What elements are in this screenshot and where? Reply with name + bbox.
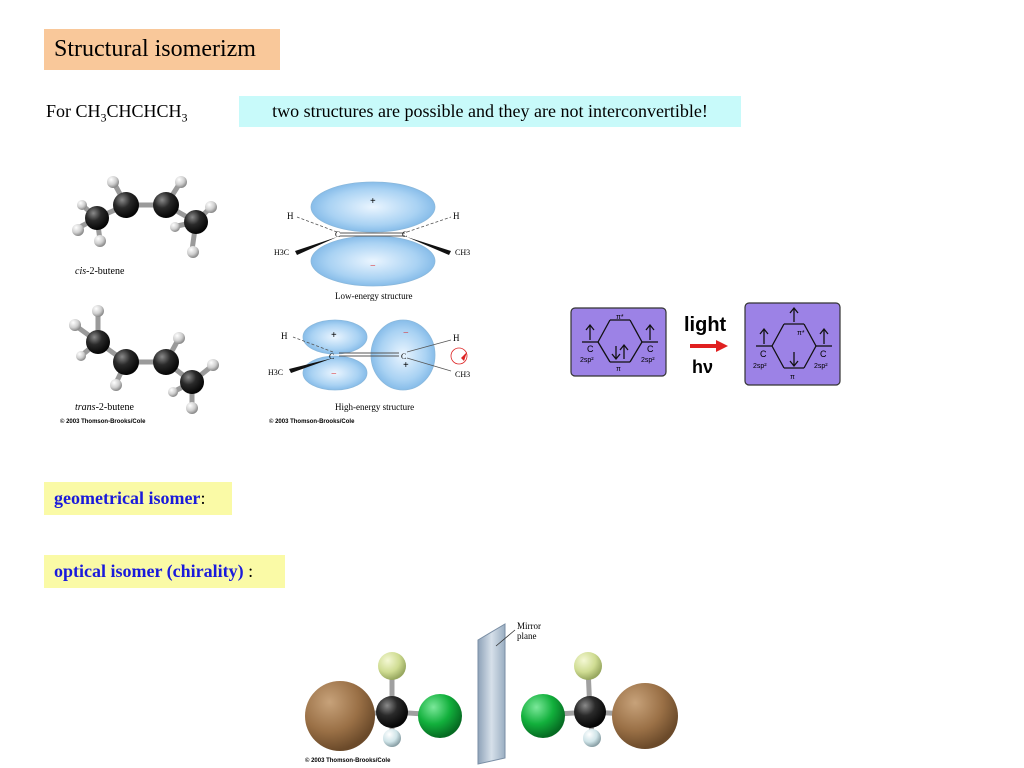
svg-text:H3C: H3C xyxy=(274,248,289,257)
trans-butene-caption: trans-2-butene xyxy=(75,402,134,413)
high-energy-caption: High-energy structure xyxy=(335,402,414,412)
right-enantiomer xyxy=(521,652,678,749)
svg-text:π*: π* xyxy=(616,314,624,321)
interconvertible-note: two structures are possible and they are… xyxy=(239,96,741,127)
svg-text:−: − xyxy=(403,328,409,339)
svg-text:H: H xyxy=(453,333,460,343)
svg-text:C: C xyxy=(402,230,407,239)
cis-butene-caption: cis-2-butene xyxy=(75,266,125,277)
pi-orbital-figure: H H C C H3C CH3 + − Low-energy structure… xyxy=(268,181,470,425)
cis-butene-model xyxy=(72,176,217,258)
ground-state-box: π* π C C 2sp² 2sp² xyxy=(570,307,667,377)
svg-text:−: − xyxy=(370,261,376,272)
svg-text:π: π xyxy=(616,366,621,373)
svg-text:2sp²: 2sp² xyxy=(580,357,594,364)
svg-text:+: + xyxy=(403,360,409,371)
svg-text:C: C xyxy=(760,349,767,359)
svg-text:CH3: CH3 xyxy=(455,370,470,379)
mirror-label-line1: Mirror xyxy=(517,621,541,631)
butene-copyright: © 2003 Thomson-Brooks/Cole xyxy=(60,418,146,425)
butene-models-figure: cis-2-butene trans-2-butene © 2003 Thoms… xyxy=(60,176,219,425)
energy-level-diagram: π* π C C 2sp² 2sp² light hν π* π C C 2sp… xyxy=(570,302,841,386)
mirror-label-line2: plane xyxy=(517,631,537,641)
svg-text:H3C: H3C xyxy=(268,368,283,377)
high-energy-structure: H H C C H3C CH3 + − − + High-energy stru… xyxy=(268,319,470,412)
excited-state-box: π* π C C 2sp² 2sp² xyxy=(744,302,841,386)
geometrical-isomer-label: geometrical isomer: xyxy=(44,482,232,515)
svg-text:C: C xyxy=(335,230,340,239)
svg-text:C: C xyxy=(587,344,594,354)
svg-text:−: − xyxy=(331,369,337,380)
chirality-copyright: © 2003 Thomson-Brooks/Cole xyxy=(305,757,391,764)
hv-label: hν xyxy=(692,357,713,377)
svg-text:C: C xyxy=(329,352,334,361)
svg-text:CH3: CH3 xyxy=(455,248,470,257)
svg-text:H: H xyxy=(453,211,460,221)
svg-text:+: + xyxy=(370,196,376,207)
svg-text:π: π xyxy=(790,374,795,381)
optical-isomer-label: optical isomer (chirality) : xyxy=(44,555,285,588)
low-energy-structure: H H C C H3C CH3 + − Low-energy structure xyxy=(274,181,470,301)
low-energy-caption: Low-energy structure xyxy=(335,291,413,301)
orbital-copyright: © 2003 Thomson-Brooks/Cole xyxy=(269,418,355,425)
svg-text:C: C xyxy=(820,349,827,359)
svg-text:2sp²: 2sp² xyxy=(814,363,828,370)
formula-text: For CH3CHCHCH3 xyxy=(46,101,188,125)
svg-text:π*: π* xyxy=(797,330,805,337)
svg-text:2sp²: 2sp² xyxy=(641,357,655,364)
mirror-plane xyxy=(477,623,506,765)
svg-text:H: H xyxy=(287,211,294,221)
svg-text:H: H xyxy=(281,331,288,341)
slide-title: Structural isomerizm xyxy=(44,29,280,70)
svg-text:+: + xyxy=(331,330,337,341)
svg-text:C: C xyxy=(647,344,654,354)
svg-text:C: C xyxy=(401,352,406,361)
svg-text:2sp²: 2sp² xyxy=(753,363,767,370)
left-enantiomer xyxy=(305,652,462,751)
chirality-mirror-figure: Mirror plane © 2003 Thomson-Brooks/Cole xyxy=(305,621,678,765)
light-label: light xyxy=(684,314,727,336)
trans-butene-model xyxy=(69,305,219,414)
